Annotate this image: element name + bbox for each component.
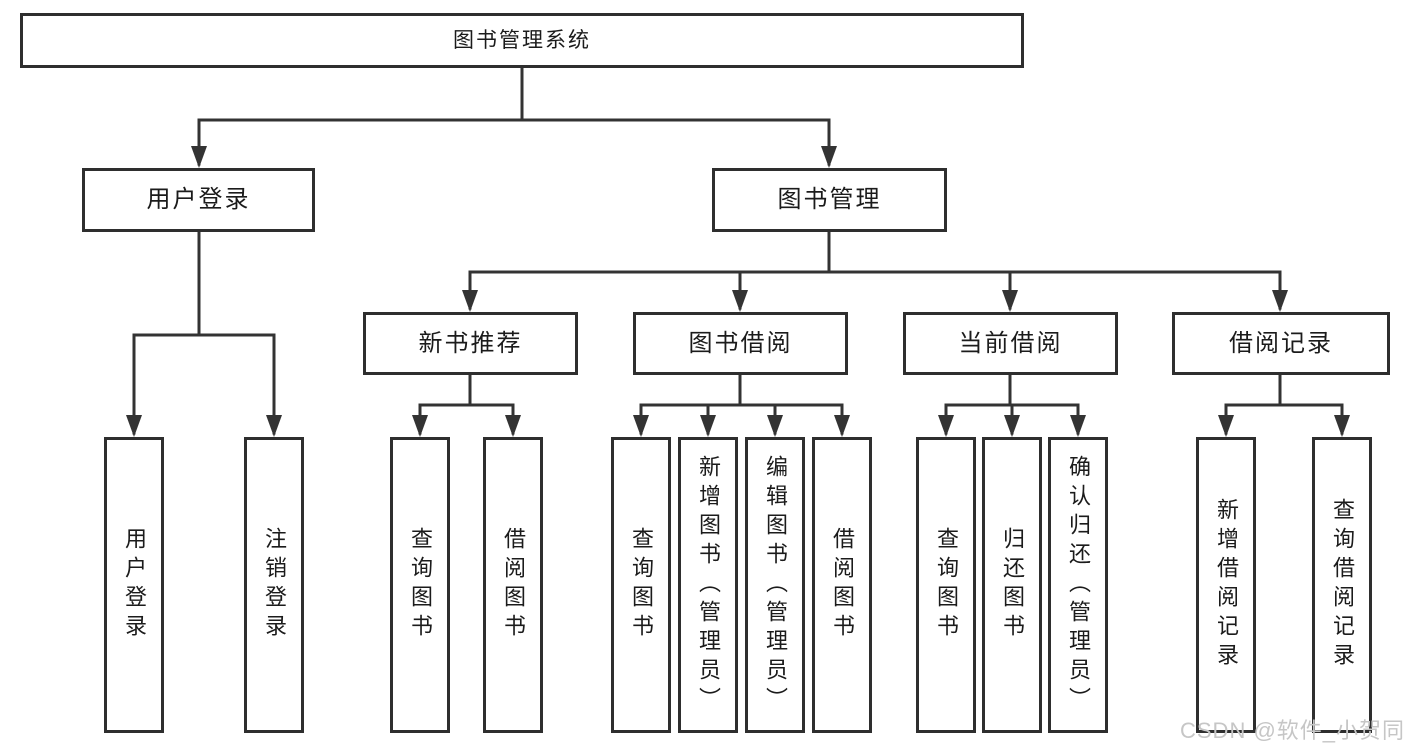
leaf-add-borrow-record: 新增借阅记录	[1196, 437, 1256, 733]
node-book-borrow: 图书借阅	[633, 312, 848, 375]
edge-book-management-to-children	[468, 230, 1282, 310]
leaf-borrow-books-recommend: 借阅图书	[483, 437, 543, 733]
leaf-query-books-borrow: 查询图书	[611, 437, 671, 733]
arrow-down-icon	[1218, 415, 1350, 437]
arrow-down-icon	[462, 290, 1288, 312]
leaf-query-borrow-record: 查询借阅记录	[1312, 437, 1372, 733]
node-user-login: 用户登录	[82, 168, 315, 232]
leaf-add-books-admin: 新增图书（管理员）	[678, 437, 738, 733]
leaf-return-books: 归还图书	[982, 437, 1042, 733]
leaf-edit-books-admin: 编辑图书（管理员）	[745, 437, 805, 733]
edge-user-login-to-children	[132, 230, 276, 435]
edge-new-book-to-children	[418, 373, 515, 435]
arrow-down-icon	[938, 415, 1086, 437]
edge-root-to-children	[197, 66, 831, 166]
leaf-confirm-return-admin: 确认归还（管理员）	[1048, 437, 1108, 733]
node-book-management: 图书管理	[712, 168, 947, 232]
edge-book-borrow-to-children	[639, 373, 844, 435]
node-new-book-recommend: 新书推荐	[363, 312, 578, 375]
node-borrow-records: 借阅记录	[1172, 312, 1390, 375]
node-current-borrow: 当前借阅	[903, 312, 1118, 375]
arrow-down-icon	[191, 146, 837, 168]
csdn-watermark: CSDN @软件_小贺同学	[1180, 718, 1405, 743]
leaf-query-books-recommend: 查询图书	[390, 437, 450, 733]
edge-borrow-records-to-children	[1224, 373, 1344, 435]
leaf-query-books-current: 查询图书	[916, 437, 976, 733]
arrow-down-icon	[412, 415, 521, 437]
leaf-user-login: 用户登录	[104, 437, 164, 733]
leaf-borrow-books: 借阅图书	[812, 437, 872, 733]
leaf-logout: 注销登录	[244, 437, 304, 733]
arrow-down-icon	[633, 415, 850, 437]
arrow-down-icon	[126, 415, 282, 437]
node-library-management-system: 图书管理系统	[20, 13, 1024, 68]
